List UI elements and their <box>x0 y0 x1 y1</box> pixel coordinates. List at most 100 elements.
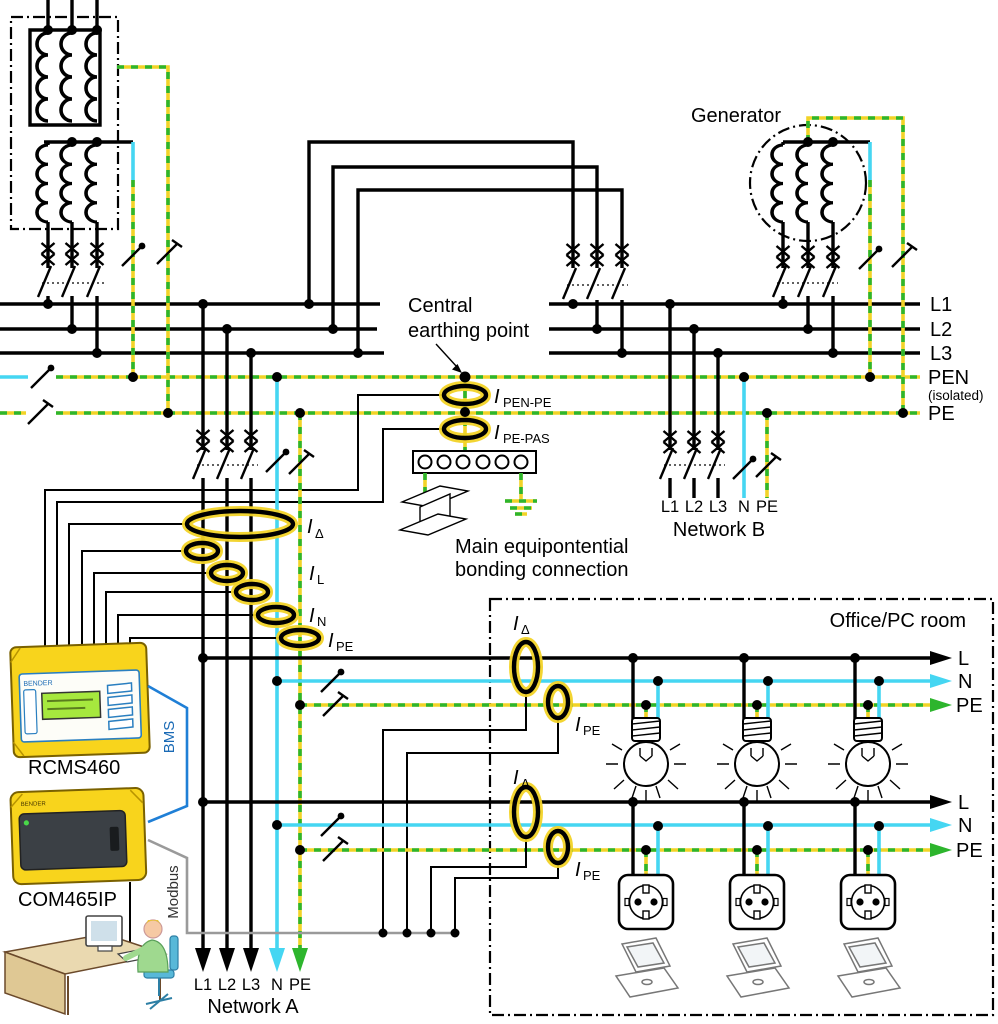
socket-icon <box>839 873 897 931</box>
ct-delta-label-sub: Δ <box>315 526 324 541</box>
ct-office-pe-label-i: I <box>575 714 581 736</box>
office-line-pe: PE <box>956 840 983 862</box>
central-earthing-label-2: earthing point <box>408 320 530 342</box>
bender-logo: BENDER <box>23 680 52 688</box>
central-earthing: I PEN-PE I PE-PAS Central earthing point… <box>44 295 628 648</box>
ct-l-label-i: I <box>309 563 315 585</box>
office-lighting-circuit: L N PE I Δ I PE <box>203 613 983 933</box>
rcms460-device: BENDER RCMS460 <box>9 641 151 779</box>
bus-label-pe: PE <box>928 403 955 425</box>
central-earthing-label-1: Central <box>408 295 472 317</box>
socket-icon <box>617 873 675 931</box>
office-room: Office/PC room L N PE I Δ I PE <box>203 597 995 1017</box>
pe-disconnector-icon <box>26 398 55 426</box>
ct-pe-pas <box>441 417 489 441</box>
network-a-terminal: L2 <box>218 976 236 994</box>
workstation-icon <box>2 915 179 1016</box>
modbus-line <box>147 838 455 935</box>
transformer-boundary <box>9 15 120 231</box>
network-b-terminal: N <box>738 498 750 516</box>
annotation-arrow <box>435 343 458 368</box>
ct-pe-label-i: I <box>328 630 334 652</box>
office-line-l: L <box>958 792 969 814</box>
bus-lines: L1 L2 L3 PEN (isolated) PE <box>0 294 984 426</box>
ct-pen-pe-label-i: I <box>494 386 500 408</box>
network-a-terminal: PE <box>289 976 311 994</box>
office-line-n: N <box>958 815 972 837</box>
central-earthing-point <box>459 371 471 383</box>
ct-office-delta-label-sub: Δ <box>521 622 530 637</box>
steel-beam-icon <box>397 485 471 536</box>
generator-icon: Generator <box>691 105 919 413</box>
ct-n <box>255 604 297 626</box>
ct-pe-pas-label-i: I <box>494 422 500 444</box>
chair-icon <box>169 935 179 971</box>
network-a-terminal: L1 <box>194 976 212 994</box>
bus-label-pen: PEN <box>928 367 969 389</box>
network-a-terminal: N <box>271 976 283 994</box>
measuring-cts: I Δ I L I N I PE <box>68 506 354 654</box>
ct-n-label-sub: N <box>317 614 326 629</box>
bonding-label-1: Main equipontential <box>455 536 628 558</box>
office-line-l: L <box>958 648 969 670</box>
ct-pe-label-sub: PE <box>336 639 354 654</box>
bender-logo: BENDER <box>21 801 47 808</box>
ct-pen-pe-label-sub: PEN-PE <box>503 395 552 410</box>
modbus-label: Modbus <box>165 865 182 918</box>
ct-l2 <box>208 562 246 584</box>
light-bulb-icon <box>827 717 909 803</box>
generator-label: Generator <box>691 105 781 127</box>
status-led <box>23 820 29 826</box>
bms-label: BMS <box>161 721 178 754</box>
ct-office-pe-label-sub: PE <box>583 868 601 883</box>
network-a-terminal: L3 <box>242 976 260 994</box>
network-b-label: Network B <box>673 519 765 541</box>
bus-label-l3: L3 <box>930 343 952 365</box>
com465ip-panel <box>18 809 128 871</box>
earth-symbol-icon <box>505 499 537 516</box>
laptop-icon <box>837 937 901 998</box>
network-b-terminal: L3 <box>709 498 727 516</box>
bus-label-l1: L1 <box>930 294 952 316</box>
office-socket-circuit: L N PE I Δ I PE <box>203 767 983 998</box>
rcms460-lcd <box>40 690 102 721</box>
network-a-label: Network A <box>207 996 299 1018</box>
office-room-boundary <box>488 597 995 1017</box>
network-b-terminal: L1 <box>661 498 679 516</box>
office-room-label: Office/PC room <box>830 610 966 632</box>
com465ip-label: COM465IP <box>18 889 117 911</box>
ct-office-pe-label-sub: PE <box>583 723 601 738</box>
ct-l-label-sub: L <box>317 572 324 587</box>
light-bulb-icon <box>605 717 687 803</box>
ct-office-delta <box>511 784 541 840</box>
bus-label-pen-note: (isolated) <box>928 388 984 403</box>
ct-office-delta-label-i: I <box>513 767 519 789</box>
com465ip-device: BMS Modbus BENDER COM465IP <box>9 684 455 959</box>
ct-l1 <box>183 540 221 562</box>
laptop-icon <box>615 937 679 998</box>
ct-delta <box>184 508 296 540</box>
office-line-pe: PE <box>956 695 983 717</box>
ct-pe-pas-label-sub: PE-PAS <box>503 431 550 446</box>
ct-pe <box>278 627 322 649</box>
ct-office-pe-label-i: I <box>575 859 581 881</box>
ct-office-delta-label-i: I <box>513 613 519 635</box>
ct-pen-pe <box>441 383 489 407</box>
rcms460-label: RCMS460 <box>28 757 120 779</box>
ct-office-delta <box>511 639 541 695</box>
light-bulb-icon <box>716 717 798 803</box>
office-line-n: N <box>958 671 972 693</box>
ct-office-pe <box>545 683 571 721</box>
ct-l3 <box>233 581 271 603</box>
network-b-feeder: L1 L2 L3 N PE Network B <box>658 304 783 541</box>
laptop-icon <box>726 937 790 998</box>
pen-disconnector-icon <box>29 363 56 390</box>
network-b-terminal: L2 <box>685 498 703 516</box>
junction-dots <box>43 25 908 938</box>
ct-office-delta-label-sub: Δ <box>521 776 530 791</box>
ct-office-pe <box>545 828 571 866</box>
bonding-label-2: bonding connection <box>455 559 628 581</box>
ct-n-label-i: I <box>309 605 315 627</box>
network-b-terminal: PE <box>756 498 778 516</box>
socket-icon <box>728 873 786 931</box>
